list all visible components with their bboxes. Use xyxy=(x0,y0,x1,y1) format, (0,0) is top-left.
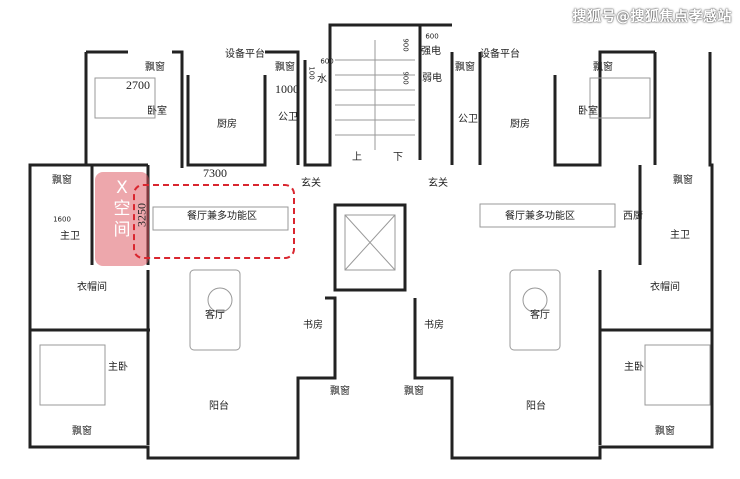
left-public-bath-label: 公卫 xyxy=(278,112,298,123)
dimension-7300: 7300 xyxy=(203,166,227,180)
left-master-bay-window-label: 飘窗 xyxy=(72,426,92,437)
right-equipment-platform-label: 设备平台 xyxy=(480,49,520,60)
left-unit-outline xyxy=(28,52,337,460)
right-bath-bay-window-label: 飘窗 xyxy=(455,62,475,73)
core-walls xyxy=(328,25,422,292)
left-kitchen-label: 厨房 xyxy=(217,119,237,130)
furniture xyxy=(39,40,711,406)
left-master-bath-bay-window-label: 飘窗 xyxy=(52,175,72,186)
strong-power-label: 强电 xyxy=(421,46,441,57)
left-equipment-platform-label: 设备平台 xyxy=(225,49,265,60)
right-study-label: 书房 xyxy=(424,320,444,331)
right-bed xyxy=(589,77,651,119)
right-master-bedroom-label: 主卧 xyxy=(624,362,644,373)
left-coffee-table xyxy=(207,287,233,313)
left-master-bed xyxy=(39,344,106,406)
watermark: 搜狐号@搜狐焦点孝感站 xyxy=(572,9,732,25)
right-kitchen-label: 厨房 xyxy=(510,119,530,130)
left-living-rug xyxy=(189,269,241,351)
right-master-bay-window-label: 飘窗 xyxy=(655,426,675,437)
right-study-bay-window-label: 飘窗 xyxy=(404,386,424,397)
water-shaft-label: 水 xyxy=(317,74,327,85)
right-public-bath-label: 公卫 xyxy=(458,114,478,125)
dimension-3250: 3250 xyxy=(134,203,149,227)
right-inner-walls xyxy=(598,165,712,445)
left-bath-walls xyxy=(303,23,452,167)
left-balcony-label: 阳台 xyxy=(209,401,229,412)
right-master-bath-label: 主卫 xyxy=(670,230,690,241)
right-kitchen-walls xyxy=(450,50,657,167)
right-bedroom-bay-window-label: 飘窗 xyxy=(593,62,613,73)
dimension-900-b: 900 xyxy=(401,71,410,85)
right-living-label: 客厅 xyxy=(530,310,550,321)
dimension-2700: 2700 xyxy=(126,78,150,92)
weak-power-label: 弱电 xyxy=(422,73,442,84)
right-dining-table xyxy=(479,203,616,228)
stair-up-label: 上 xyxy=(352,152,362,163)
left-living-label: 客厅 xyxy=(205,310,225,321)
right-unit-outline xyxy=(413,52,714,460)
left-cloakroom-label: 衣帽间 xyxy=(77,282,107,293)
right-dining-label: 餐厅兼多功能区 xyxy=(505,211,575,222)
left-study-bay-window-label: 飘窗 xyxy=(330,386,350,397)
right-master-bed xyxy=(644,344,711,406)
left-bedroom-bay-window-label: 飘窗 xyxy=(145,62,165,73)
dimension-1000: 1000 xyxy=(275,82,299,96)
stair-down-label: 下 xyxy=(393,152,403,163)
right-cloakroom-label: 衣帽间 xyxy=(650,282,680,293)
stairs xyxy=(335,40,415,150)
left-study-label: 书房 xyxy=(303,320,323,331)
right-western-kitchen-label: 西厨 xyxy=(623,211,643,222)
left-bed xyxy=(94,77,156,119)
left-bath-bay-window-label: 飘窗 xyxy=(275,62,295,73)
dimension-1600: 1600 xyxy=(53,215,71,224)
left-master-bedroom-label: 主卧 xyxy=(108,362,128,373)
left-bedroom-label: 卧室 xyxy=(147,106,167,117)
left-master-bath-label: 主卫 xyxy=(60,231,80,242)
dimension-600: 600 xyxy=(425,32,439,41)
right-master-bath-bay-window-label: 飘窗 xyxy=(673,175,693,186)
right-living-rug xyxy=(509,269,561,351)
walls xyxy=(28,23,714,460)
right-bedroom-label: 卧室 xyxy=(578,106,598,117)
right-balcony-label: 阳台 xyxy=(526,401,546,412)
elevator xyxy=(344,214,396,271)
dimension-600-b: 600 xyxy=(320,57,334,66)
dining-area-dashed-outline xyxy=(133,184,295,259)
right-coffee-table xyxy=(522,287,548,313)
left-dining-label: 餐厅兼多功能区 xyxy=(187,211,257,222)
dimension-100: 100 xyxy=(307,66,316,80)
left-bedroom-walls xyxy=(86,50,184,168)
x-space-label: X空间 xyxy=(113,178,131,240)
left-kitchen-walls xyxy=(186,50,300,167)
left-dining-table xyxy=(152,206,289,231)
dimension-900-a: 900 xyxy=(401,38,410,52)
right-entrance-label: 玄关 xyxy=(428,178,448,189)
left-entrance-label: 玄关 xyxy=(301,178,321,189)
